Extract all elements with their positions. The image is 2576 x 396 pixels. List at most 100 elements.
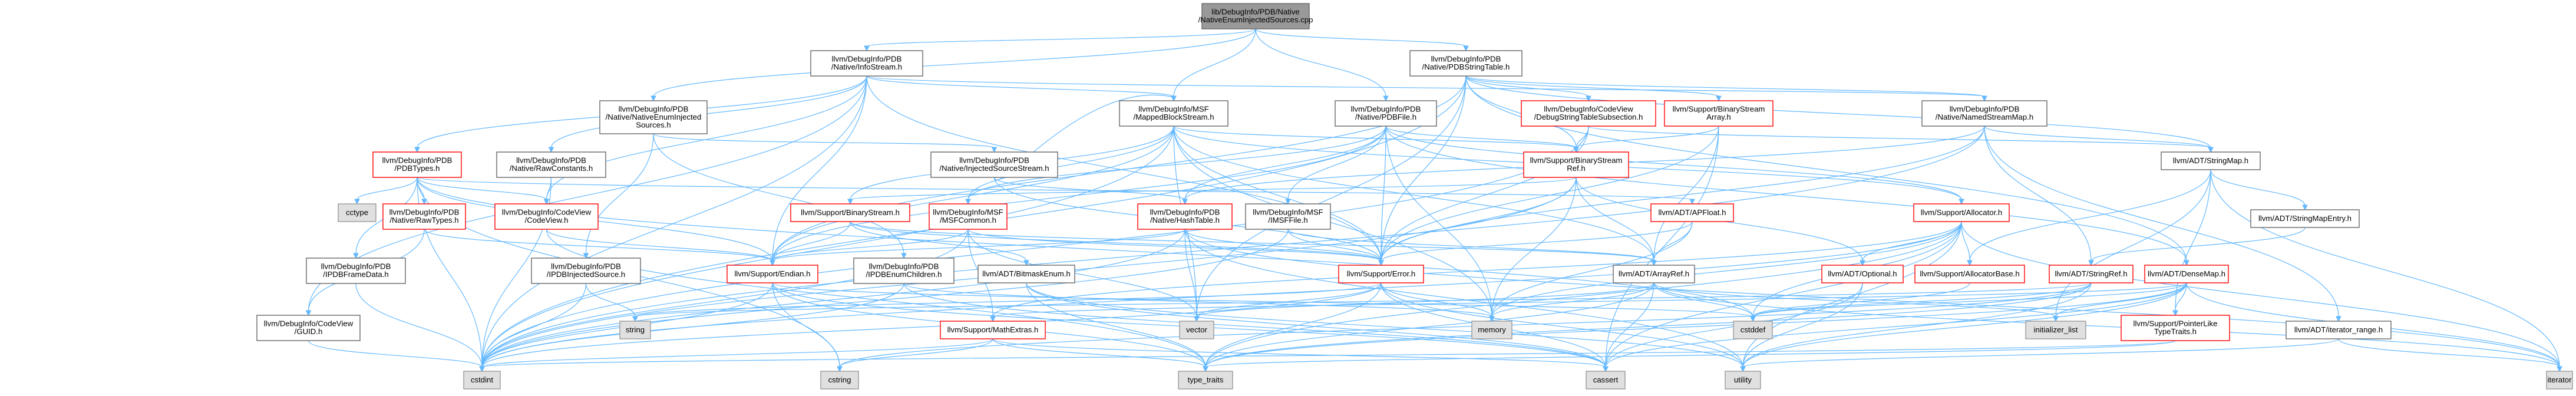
edge-mathextras-to-cstdint [481,338,993,368]
node-mappedblockstream[interactable]: llvm/DebugInfo/MSF/MappedBlockStream.h [1119,100,1228,127]
node-utility-box [1725,371,1761,390]
node-pdbframedata[interactable]: llvm/DebugInfo/PDB/IPDBFrameData.h [306,258,406,284]
node-arrayref[interactable]: llvm/ADT/ArrayRef.h [1613,265,1695,283]
node-binarystream[interactable]: llvm/Support/BinaryStream.h [790,203,910,222]
node-densemap[interactable]: llvm/ADT/DenseMap.h [2144,265,2229,283]
edge-pdbfile-to-allocator [1385,126,1962,200]
node-stringmap[interactable]: llvm/ADT/StringMap.h [2161,151,2261,170]
node-cctype[interactable]: cctype [338,203,377,222]
node-stringref[interactable]: llvm/ADT/StringRef.h [2049,265,2134,283]
edge-pointerlike-to-cstdint [481,340,2176,368]
node-injectedsourcestream[interactable]: llvm/DebugInfo/PDB/Native/InjectedSource… [930,151,1058,178]
node-iterator[interactable]: iterator [2546,371,2573,390]
node-rawtypes[interactable]: llvm/DebugInfo/PDB/Native/RawTypes.h [382,203,466,230]
node-nativeenuminjected-label-line: Sources.h [636,120,671,129]
edge-hashtable-to-endian [772,229,1185,262]
node-pointerlike-box [2121,315,2230,341]
node-binarystream-label-line: llvm/Support/BinaryStream.h [801,208,900,217]
edge-stringmap-to-iterator [2210,169,2560,368]
node-pdbinjectedsource-label-line: llvm/DebugInfo/PDB [551,262,621,271]
node-bitmaskenum[interactable]: llvm/ADT/BitmaskEnum.h [977,265,1075,283]
node-infostream-box [810,50,923,77]
node-memory[interactable]: memory [1471,321,1512,339]
node-initializer_list-box [2025,321,2086,339]
node-apfloat[interactable]: llvm/ADT/APFloat.h [1650,203,1734,222]
node-error[interactable]: llvm/Support/Error.h [1338,265,1424,283]
node-codeview-label-line: llvm/DebugInfo/CodeView [502,208,592,217]
node-pdbenumchildren-label-line: llvm/DebugInfo/PDB [869,262,939,271]
node-guid[interactable]: llvm/DebugInfo/CodeView/GUID.h [256,315,361,341]
node-cstddef[interactable]: cstddef [1733,321,1773,339]
node-rawconstants[interactable]: llvm/DebugInfo/PDB/Native/RawConstants.h [496,151,606,178]
node-stringmap-label-line: llvm/ADT/StringMap.h [2173,156,2248,165]
node-root[interactable]: lib/DebugInfo/PDB/Native/NativeEnumInjec… [1198,3,1313,29]
node-stringmapentry[interactable]: llvm/ADT/StringMapEntry.h [2250,209,2360,228]
node-hashtable[interactable]: llvm/DebugInfo/PDB/Native/HashTable.h [1137,203,1233,230]
node-pdbframedata-label-line: llvm/DebugInfo/PDB [321,262,391,271]
node-codeview[interactable]: llvm/DebugInfo/CodeView/CodeView.h [494,203,599,230]
node-endian[interactable]: llvm/Support/Endian.h [726,265,818,283]
node-infostream[interactable]: llvm/DebugInfo/PDB/Native/InfoStream.h [810,50,923,77]
node-pdbinjectedsource[interactable]: llvm/DebugInfo/PDB/IPDBInjectedSource.h [531,258,641,284]
node-infostream-label-line: llvm/DebugInfo/PDB [832,55,902,64]
node-apfloat-box [1650,203,1734,222]
edge-pdbframedata-to-cstdint [355,283,483,368]
node-cstring[interactable]: cstring [820,371,859,390]
node-msffile-box [1245,203,1331,230]
node-hashtable-label-line: llvm/DebugInfo/PDB [1150,208,1220,217]
node-pdbenumchildren[interactable]: llvm/DebugInfo/PDB/IPDBEnumChildren.h [853,258,955,284]
edge-injectedsourcestream-to-mappedblockstream [993,94,1174,181]
node-iterator_range-box [2286,321,2392,339]
node-allocatorbase[interactable]: llvm/Support/AllocatorBase.h [1914,265,2025,283]
node-msfcommon-label-line: llvm/DebugInfo/MSF [933,208,1003,217]
node-cstring-label-line: cstring [828,375,851,384]
node-msfcommon-box [929,203,1008,230]
node-cassert[interactable]: cassert [1586,371,1626,390]
node-pdbenumchildren-box [853,258,955,284]
node-stringref-label-line: llvm/ADT/StringRef.h [2055,269,2127,278]
node-iterator_range[interactable]: llvm/ADT/iterator_range.h [2286,321,2392,339]
edge-binarystreamref-to-memory [1491,177,1577,318]
edge-hashtable-to-cstdint [481,229,1185,368]
node-utility[interactable]: utility [1725,371,1761,390]
arrowhead-hashtable-to-endian [770,260,775,266]
node-pdbstringtable[interactable]: llvm/DebugInfo/PDB/Native/PDBStringTable… [1409,50,1523,77]
node-msfcommon[interactable]: llvm/DebugInfo/MSF/MSFCommon.h [929,203,1008,230]
arrowhead-densemap-to-cstddef [1750,316,1756,322]
arrowhead-pdbfile-to-msffile [1285,199,1291,205]
node-pdbtypes[interactable]: llvm/DebugInfo/PDB/PDBTypes.h [372,151,462,178]
node-pdbfile[interactable]: llvm/DebugInfo/PDB/Native/PDBFile.h [1335,100,1437,127]
node-rawtypes-label-line: llvm/DebugInfo/PDB [389,208,460,217]
node-debugstringtable-label-line: /DebugStringTableSubsection.h [1534,113,1643,121]
node-pdbfile-box [1335,100,1437,127]
edge-pdbenumchildren-to-cstdint [481,283,904,368]
node-nativeenuminjected[interactable]: llvm/DebugInfo/PDB/Native/NativeEnumInje… [599,100,708,134]
node-pdbfile-label-line: /Native/PDBFile.h [1355,113,1416,121]
node-initializer_list[interactable]: initializer_list [2025,321,2086,339]
node-stringmap-box [2161,151,2261,170]
edge-apfloat-to-memory [1491,221,1693,318]
edge-nativeenuminjected-to-pdbinjectedsource [585,133,654,255]
node-type_traits[interactable]: type_traits [1178,371,1233,390]
node-allocator[interactable]: llvm/Support/Allocator.h [1913,203,2010,222]
node-debugstringtable[interactable]: llvm/DebugInfo/CodeView/DebugStringTable… [1521,100,1656,127]
node-string[interactable]: string [619,321,651,339]
node-optional[interactable]: llvm/ADT/Optional.h [1821,265,1904,283]
node-densemap-label-line: llvm/ADT/DenseMap.h [2148,269,2225,278]
node-cstdint-label-line: cstdint [471,375,493,384]
edge-infostream-to-rawconstants [550,75,867,148]
node-apfloat-label-line: llvm/ADT/APFloat.h [1658,208,1726,217]
node-cstdint[interactable]: cstdint [463,371,501,390]
node-mathextras[interactable]: llvm/Support/MathExtras.h [940,321,1046,339]
node-msffile[interactable]: llvm/DebugInfo/MSF/IMSFFile.h [1245,203,1331,230]
edge-binarystreamref-to-binarystream [850,177,1577,200]
edge-arrayref-to-memory [1491,282,1654,318]
node-namedstreammap[interactable]: llvm/DebugInfo/PDB/Native/NamedStreamMap… [1921,100,2047,127]
node-vector[interactable]: vector [1179,321,1214,339]
edge-root-to-pdbfile [1255,28,1386,97]
edge-nativeenuminjected-to-pdbenumchildren [653,133,904,255]
arrowhead-nativeenuminjected-to-pdbinjectedsource [583,253,589,259]
